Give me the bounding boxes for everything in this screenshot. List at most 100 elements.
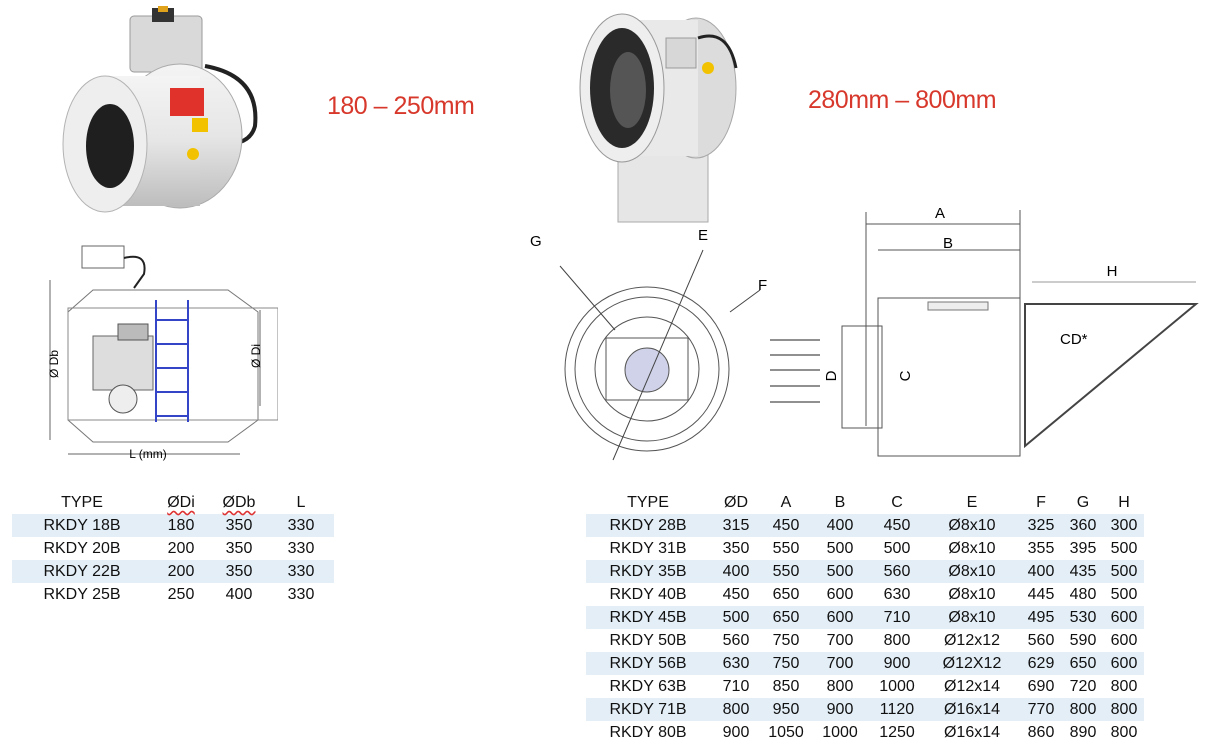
cell-e: Ø12x14: [943, 677, 1001, 695]
cell-a: 1050: [768, 723, 804, 741]
cell-c: 900: [870, 652, 924, 675]
cell-di: 200: [152, 560, 210, 583]
table-header-row: TYPE ØDi ØDb L: [12, 492, 334, 514]
cell-c: 800: [883, 631, 911, 649]
cell-c: 1120: [870, 698, 924, 721]
cell-b: 500: [826, 539, 854, 557]
cell-type: RKDY 18B: [12, 514, 152, 537]
cell-e: Ø16x14: [943, 723, 1001, 741]
cell-f: 560: [1027, 631, 1055, 649]
cell-a: 450: [762, 514, 810, 537]
cell-type: RKDY 80B: [609, 723, 687, 741]
cell-db: 350: [210, 560, 268, 583]
cell-type: RKDY 71B: [586, 698, 710, 721]
cell-h: 800: [1104, 698, 1144, 721]
cell-g: 590: [1069, 631, 1097, 649]
cell-b: 600: [826, 585, 854, 603]
cell-a: 850: [772, 677, 800, 695]
cell-h: 300: [1104, 514, 1144, 537]
cell-b: 800: [826, 677, 854, 695]
cell-h: 500: [1110, 539, 1138, 557]
cell-type: RKDY 63B: [609, 677, 687, 695]
h-dimension-label: H: [1107, 263, 1118, 280]
header-l: L: [296, 494, 306, 511]
inline-fan-photo: [62, 6, 258, 213]
cell-e: Ø8x10: [948, 539, 996, 557]
cell-type: RKDY 35B: [586, 560, 710, 583]
cell-h: 600: [1104, 652, 1144, 675]
cell-e: Ø8x10: [924, 560, 1020, 583]
cell-f: 355: [1027, 539, 1055, 557]
header-type: TYPE: [61, 494, 103, 511]
cell-b: 600: [810, 606, 870, 629]
cell-di: 200: [167, 539, 195, 557]
header-a: A: [780, 494, 792, 511]
large-size-range-label: 280mm – 800mm: [808, 86, 997, 114]
header-g: G: [1076, 494, 1090, 511]
cell-c: 630: [883, 585, 911, 603]
b-dimension-label: B: [943, 235, 953, 252]
f-dimension-label: F: [758, 277, 767, 294]
header-e: E: [966, 494, 978, 511]
cell-d: 315: [710, 514, 762, 537]
cell-b: 1000: [822, 723, 858, 741]
cell-d: 710: [722, 677, 750, 695]
cell-f: 860: [1027, 723, 1055, 741]
cell-h: 800: [1110, 677, 1138, 695]
cell-l: 330: [268, 514, 334, 537]
header-c: C: [891, 494, 903, 511]
cell-e: Ø12X12: [924, 652, 1020, 675]
cell-type: RKDY 31B: [609, 539, 687, 557]
header-di: ØDi: [167, 494, 195, 511]
cell-e: Ø8x10: [948, 585, 996, 603]
cd-dimension-label: CD*: [1060, 331, 1088, 348]
cell-di: 250: [167, 585, 195, 603]
cell-a: 950: [762, 698, 810, 721]
cell-type: RKDY 50B: [609, 631, 687, 649]
cell-c: 560: [870, 560, 924, 583]
cell-a: 750: [762, 652, 810, 675]
cell-d: 450: [722, 585, 750, 603]
cell-l: 330: [268, 560, 334, 583]
header-f: F: [1036, 494, 1046, 511]
cell-f: 400: [1020, 560, 1062, 583]
cell-c: 710: [870, 606, 924, 629]
cell-a: 650: [762, 606, 810, 629]
cell-c: 450: [870, 514, 924, 537]
cell-a: 650: [772, 585, 800, 603]
cell-type: RKDY 25B: [43, 585, 121, 603]
cell-h: 500: [1104, 560, 1144, 583]
cell-d: 400: [710, 560, 762, 583]
cell-d: 350: [722, 539, 750, 557]
length-dimension-label: L (mm): [129, 447, 167, 461]
cell-h: 500: [1110, 585, 1138, 603]
cell-type: RKDY 45B: [586, 606, 710, 629]
cell-d: 630: [710, 652, 762, 675]
db-dimension-label: Ø Db: [47, 350, 61, 378]
cell-g: 435: [1062, 560, 1104, 583]
cell-f: 690: [1027, 677, 1055, 695]
d-dimension-label: D: [823, 370, 840, 381]
di-dimension-label: Ø Di: [249, 344, 263, 368]
cell-db: 350: [225, 539, 253, 557]
cell-a: 550: [772, 539, 800, 557]
header-b: B: [834, 494, 846, 511]
cell-b: 700: [810, 652, 870, 675]
cell-type: RKDY 56B: [586, 652, 710, 675]
cell-g: 530: [1062, 606, 1104, 629]
cell-di: 180: [152, 514, 210, 537]
cell-c: 500: [883, 539, 911, 557]
cell-f: 770: [1020, 698, 1062, 721]
cell-f: 445: [1027, 585, 1055, 603]
